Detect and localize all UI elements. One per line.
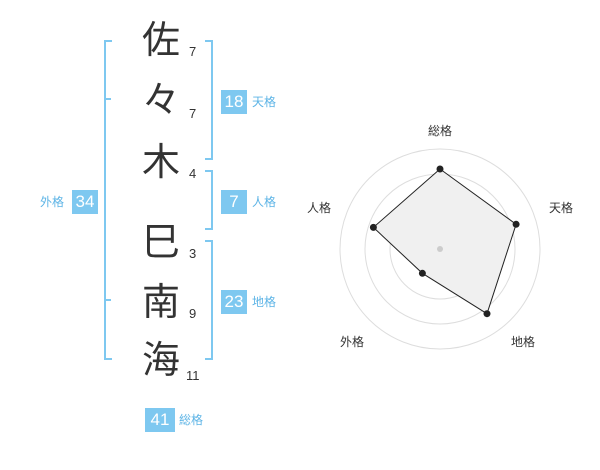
stroke-count-5: 9 (189, 306, 197, 321)
name-char-6: 海 (141, 338, 180, 382)
radar-axis-label-soukaku: 総格 (428, 123, 452, 138)
radar-point-4 (369, 223, 377, 231)
stroke-count-1: 7 (189, 44, 197, 59)
radar-ring-4 (339, 148, 541, 350)
chikaku-badge: 23 (221, 290, 247, 314)
gaikaku-label: 外格 (40, 195, 65, 209)
name-char-1: 佐 (141, 18, 180, 62)
jinkaku-label: 人格 (252, 195, 277, 209)
radar-axis-label-tenkaku: 天格 (549, 200, 573, 215)
stroke-count-6: 11 (186, 368, 200, 383)
stroke-count-3: 4 (189, 166, 197, 181)
name-char-2: 々 (141, 78, 180, 122)
soukaku-badge: 41 (145, 408, 175, 432)
jinkaku-bracket (205, 170, 213, 230)
name-char-3: 木 (141, 140, 180, 184)
stroke-count-2: 7 (189, 106, 197, 121)
chikaku-bracket (205, 240, 213, 360)
radar-axis-label-jinkaku: 人格 (307, 200, 331, 215)
gaikaku-badge: 34 (72, 190, 98, 214)
radar-points (369, 165, 520, 318)
radar-point-2 (483, 310, 491, 318)
gaikaku-bracket-tick-upper (104, 98, 111, 100)
radar-axis-label-gaikaku: 外格 (340, 334, 364, 349)
radar-axis-label-chikaku: 地格 (511, 334, 535, 349)
name-char-4: 巳 (141, 220, 180, 264)
chikaku-label: 地格 (252, 295, 277, 309)
tenkaku-bracket (205, 40, 213, 160)
radar-point-0 (436, 165, 444, 173)
gaikaku-bracket-tick-lower (104, 299, 111, 301)
radar-data-polygon (372, 168, 517, 315)
radar-point-3 (418, 269, 426, 277)
stroke-count-4: 3 (189, 246, 197, 261)
tenkaku-label: 天格 (252, 95, 277, 109)
tenkaku-badge: 18 (221, 90, 247, 114)
name-char-5: 南 (141, 280, 180, 324)
gaikaku-bracket (104, 40, 112, 360)
jinkaku-badge: 7 (221, 190, 247, 214)
radar-center-dot (437, 246, 443, 252)
soukaku-label: 総格 (179, 413, 204, 427)
radar-point-1 (512, 220, 520, 228)
